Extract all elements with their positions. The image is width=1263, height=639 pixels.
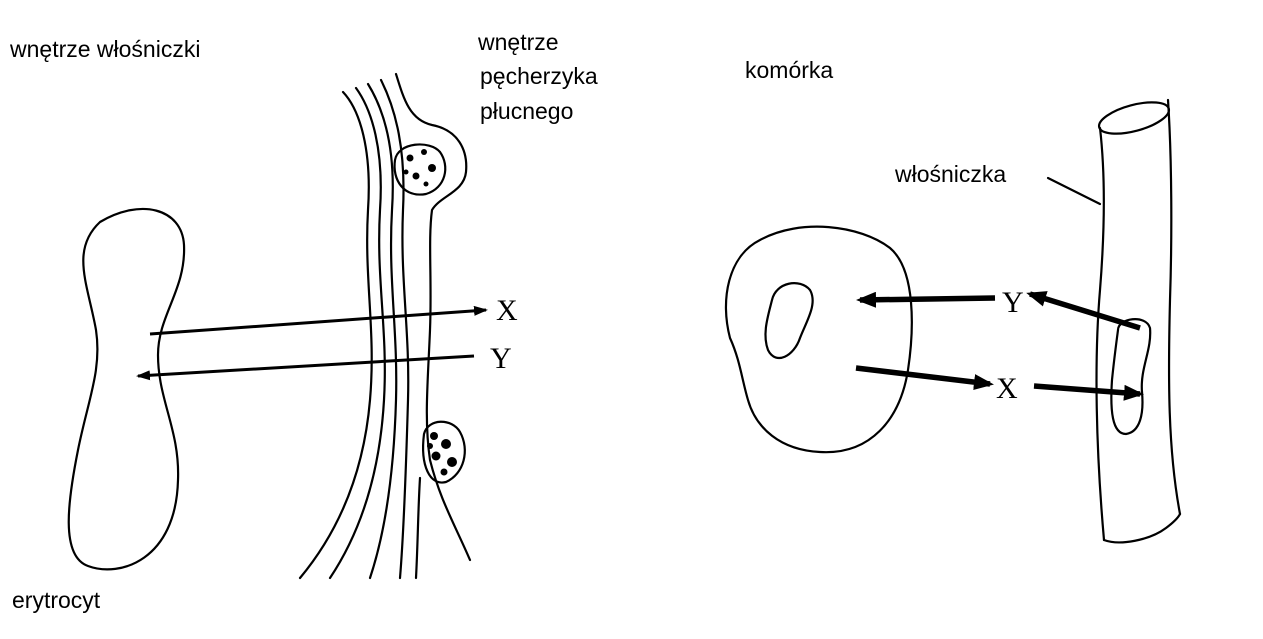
capillary-leader-line	[1046, 176, 1102, 206]
erythrocyte-label: erytrocyt	[12, 587, 101, 613]
arrow-y-to-cell	[856, 291, 996, 308]
arrow-x-left	[149, 305, 488, 336]
capillary-tube	[1095, 98, 1182, 544]
right-panel: komórka włośniczka Y X	[724, 57, 1182, 544]
body-cell-shape	[724, 225, 913, 454]
arrow-y-label-right: Y	[1002, 286, 1024, 319]
erythrocyte-shape	[67, 207, 186, 571]
capillary-interior-label: wnętrze włośniczki	[9, 36, 200, 62]
alveolus-label-line3: płucnego	[480, 98, 573, 124]
capillary-alveolus-wall	[298, 72, 472, 580]
arrow-y-label-left: Y	[490, 342, 512, 375]
arrow-y-from-capillary	[1026, 291, 1141, 331]
arrow-x-label-left: X	[496, 294, 518, 327]
cell-label: komórka	[745, 57, 833, 83]
alveolus-label-line2: pęcherzyka	[480, 63, 598, 89]
alveolus-label-line1: wnętrze	[477, 29, 559, 55]
left-panel: wnętrze włośniczki wnętrze pęcherzyka pł…	[9, 29, 598, 613]
wall-cell-bottom	[422, 420, 466, 484]
wall-cell-top	[393, 143, 447, 196]
arrow-y-left	[136, 354, 475, 381]
cell-nucleus-shape	[764, 282, 814, 360]
capillary-label: włośniczka	[894, 161, 1006, 187]
arrow-x-to-capillary	[1033, 383, 1144, 401]
arrow-x-label-right: X	[996, 372, 1018, 405]
arrow-x-from-cell	[855, 365, 994, 391]
red-blood-cell-shape	[1110, 318, 1152, 436]
